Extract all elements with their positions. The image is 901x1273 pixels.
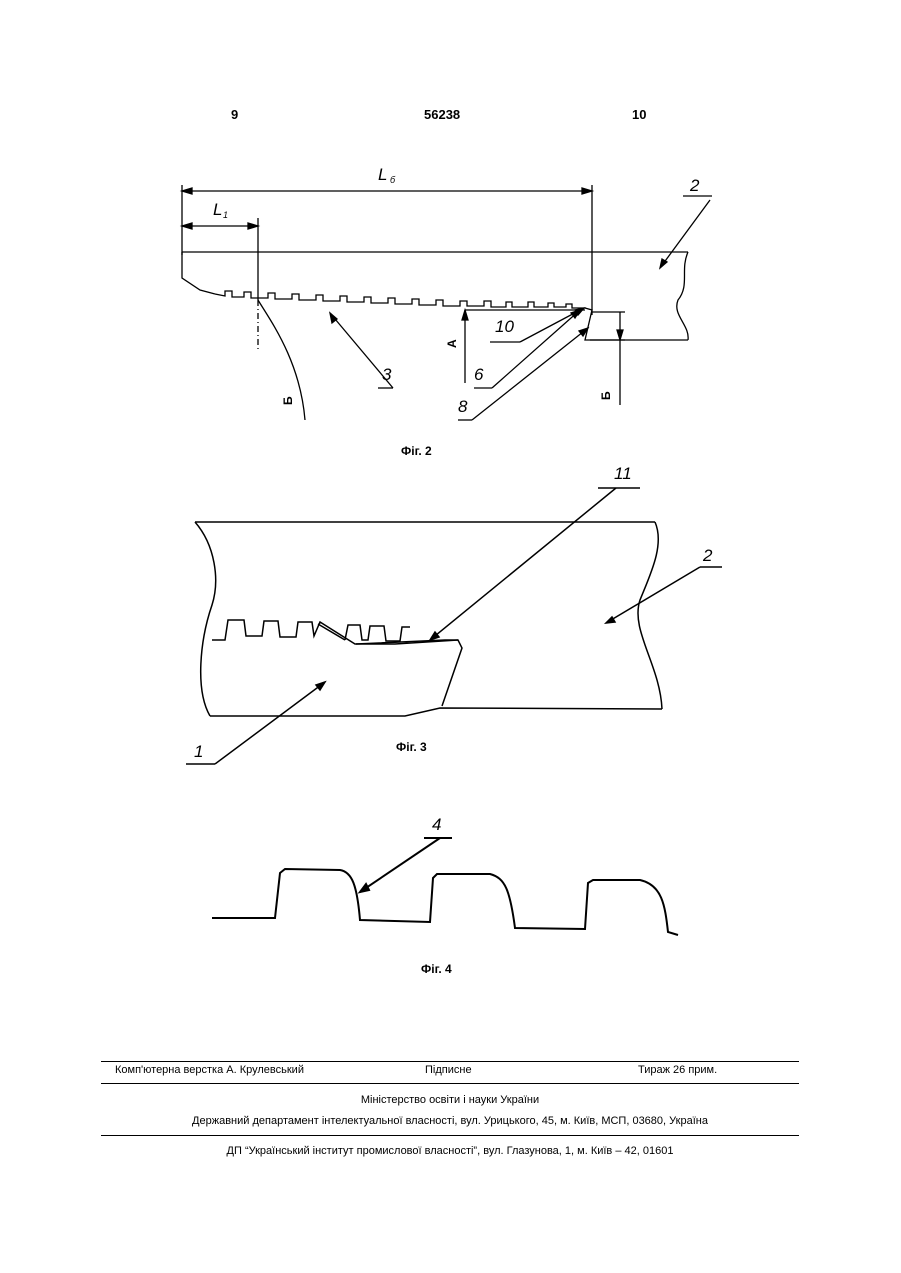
fig2-label-10: 10 [495, 317, 514, 336]
fig2-label-3: 3 [382, 365, 392, 384]
fig3-label-1: 1 [194, 742, 203, 761]
fig-2-drawing [182, 185, 712, 420]
footer-rule-middle [101, 1083, 799, 1084]
fig2-section-mark-3: Б [599, 391, 613, 400]
fig2-label-L1-sub: 1 [223, 210, 228, 220]
footer-composer: Комп'ютерна верстка А. Крулевський [115, 1064, 304, 1076]
footer-circulation: Тираж 26 прим. [638, 1064, 717, 1076]
fig2-label-L1: L [213, 200, 222, 219]
fig2-section-mark-1: Б [281, 396, 295, 405]
footer-rule-top [101, 1061, 799, 1062]
fig2-label-8: 8 [458, 397, 468, 416]
fig-2-caption: Фіг. 2 [401, 444, 432, 458]
fig4-label-4: 4 [432, 815, 441, 834]
fig-3-caption: Фіг. 3 [396, 740, 427, 754]
footer-rule-bottom [101, 1135, 799, 1136]
fig2-label-2: 2 [689, 176, 700, 195]
fig3-label-11: 11 [614, 464, 632, 483]
patent-drawings: L б L 1 2 3 6 8 10 Б А Б 11 2 1 4 [0, 0, 901, 1000]
fig3-label-2: 2 [702, 546, 713, 565]
footer-institute: ДП “Український інститут промислової вла… [101, 1145, 799, 1157]
fig2-label-L6: L [378, 165, 387, 184]
fig-4-drawing [212, 838, 678, 935]
fig2-label-6: 6 [474, 365, 484, 384]
footer-ministry: Міністерство освіти і науки України [101, 1094, 799, 1106]
fig2-section-mark-2: А [445, 339, 459, 348]
fig-3-drawing [186, 488, 722, 764]
footer-department: Державний департамент інтелектуальної вл… [101, 1115, 799, 1127]
fig2-label-L6-sub: б [390, 175, 396, 185]
fig-4-caption: Фіг. 4 [421, 962, 452, 976]
footer-signed: Підписне [425, 1064, 472, 1076]
